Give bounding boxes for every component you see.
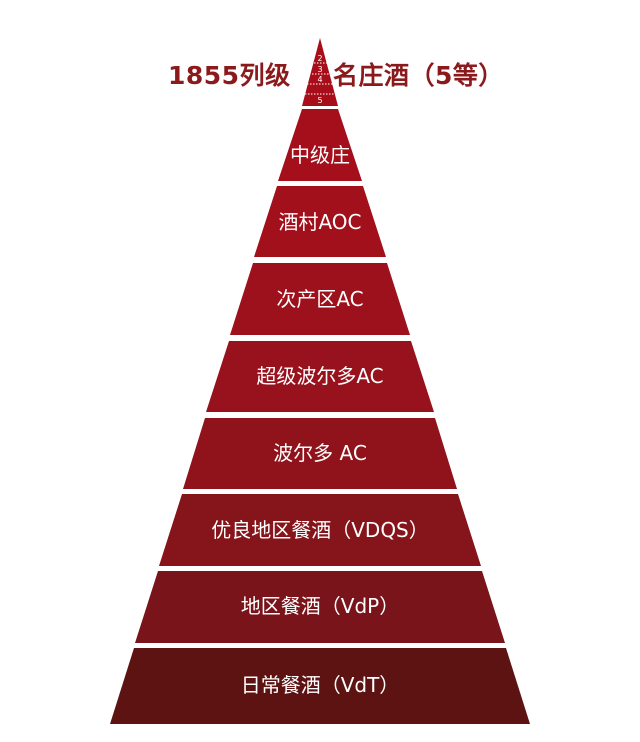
pyramid-tier: [206, 341, 434, 412]
pyramid-tier: [110, 648, 530, 724]
tier-label: 地区餐酒（VdP）: [241, 594, 399, 618]
tier-label: 中级庄: [290, 143, 350, 167]
apex-number: 3: [317, 65, 322, 74]
tier-label: 酒村AOC: [278, 210, 361, 234]
pyramid-tier: [230, 263, 410, 335]
apex-number: 5: [317, 96, 322, 105]
pyramid-tier: [254, 186, 386, 257]
apex-number: 4: [317, 75, 322, 84]
title-right: 名庄酒（5等）: [333, 61, 504, 90]
apex-segment: [302, 38, 338, 106]
pyramid-tier: [135, 571, 505, 643]
tier-label: 次产区AC: [276, 287, 363, 311]
apex-number: 2: [317, 54, 322, 63]
pyramid-tier: [278, 109, 362, 181]
tier-label: 优良地区餐酒（VDQS）: [211, 518, 429, 542]
tier-label: 超级波尔多AC: [256, 364, 383, 388]
pyramid-tier: [159, 494, 481, 566]
title-left: 1855列级: [168, 61, 291, 90]
tier-label: 波尔多 AC: [273, 441, 367, 465]
tier-label: 日常餐酒（VdT）: [241, 673, 400, 697]
pyramid-tier: [183, 418, 457, 489]
